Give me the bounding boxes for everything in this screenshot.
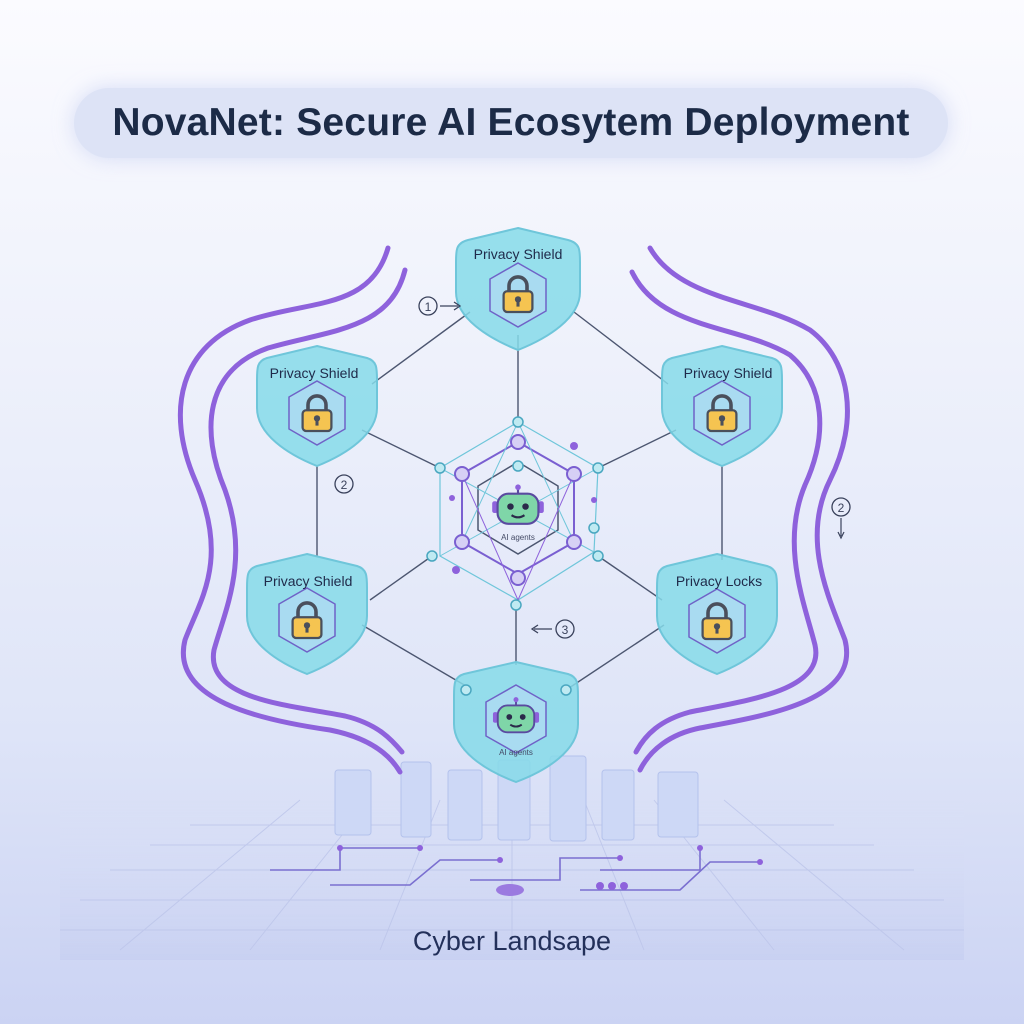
server-racks: [334, 755, 699, 842]
circuit-dots: [337, 845, 763, 896]
step-number: 2: [838, 501, 845, 515]
step-marker-3: 3: [530, 619, 575, 639]
arrow-left-icon: [530, 624, 539, 634]
shield-node-left-lower[interactable]: Privacy Shield: [246, 552, 368, 676]
title-banner: NovaNet: Secure AI Ecosytem Deployment: [74, 88, 948, 158]
page-title: NovaNet: Secure AI Ecosytem Deployment: [112, 101, 910, 144]
shield-label: Privacy Shield: [264, 573, 353, 589]
shield-node-right-upper[interactable]: Privacy Shield: [661, 344, 783, 468]
step-number: 2: [341, 478, 348, 492]
left-wave-guard: [177, 245, 408, 775]
center-label: AI agents: [501, 533, 535, 542]
shield-node-right-lower[interactable]: Privacy Locks: [656, 552, 778, 676]
shield-label: AI agents: [499, 748, 533, 757]
connection-lines: [316, 311, 723, 691]
step-number: 3: [562, 623, 569, 637]
shield-label: Privacy Shield: [270, 365, 359, 381]
arrow-down-icon: [837, 531, 845, 540]
footer-label: Cyber Landsape: [412, 926, 612, 956]
shield-node-bottom[interactable]: AI agents: [453, 660, 579, 784]
step-marker-2-right: 2: [831, 497, 851, 540]
circuit-traces: [270, 847, 760, 891]
arrow-right-icon: [453, 301, 462, 311]
center-robot-icon: [491, 484, 545, 525]
shield-label: Privacy Locks: [676, 573, 762, 589]
step-marker-1: 1: [418, 296, 462, 316]
shield-node-left-upper[interactable]: Privacy Shield: [256, 344, 378, 468]
shield-label: Privacy Shield: [474, 246, 563, 262]
ai-core-nodes: [426, 416, 604, 611]
shield-label: Privacy Shield: [684, 365, 773, 381]
shield-node-top[interactable]: Privacy Shield: [455, 226, 581, 352]
step-number: 1: [425, 300, 432, 314]
step-marker-2-left: 2: [334, 474, 354, 494]
right-wave-guard: [629, 245, 850, 773]
